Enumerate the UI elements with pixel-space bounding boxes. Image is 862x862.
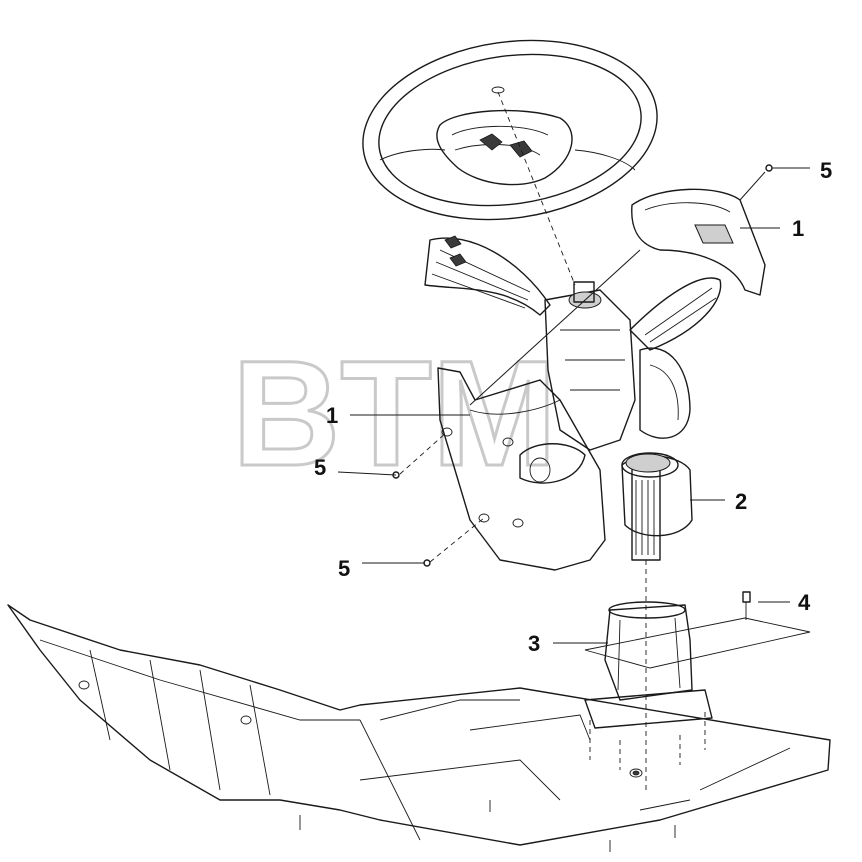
callout-5-top: 5 [820,158,832,183]
column-boot [621,453,693,537]
upper-column-shroud [469,188,766,406]
callout-5-low: 5 [338,556,350,581]
callout-5-mid: 5 [314,455,326,480]
callout-2: 2 [735,489,747,514]
column-base [584,601,713,770]
screws [392,164,773,567]
lower-column-shroud [437,367,606,571]
bolt-plane [584,591,811,669]
callout-3: 3 [528,631,540,656]
callout-4: 4 [798,590,811,615]
callout-1-right: 1 [792,216,804,241]
cab-floor-panel [7,604,831,852]
leader-lines [337,167,810,644]
steering-column [424,235,722,790]
watermark-text: BTM [232,329,557,497]
steering-wheel [362,39,658,286]
callout-1-left: 1 [326,403,338,428]
